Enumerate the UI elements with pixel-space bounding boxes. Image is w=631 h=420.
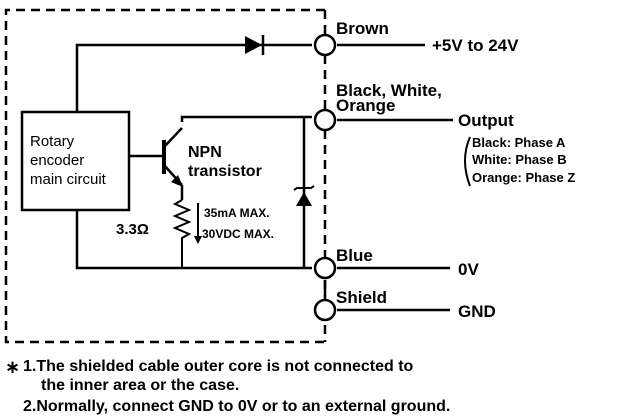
- terminal-shield: [313, 298, 337, 322]
- note-2: 2.Normally, connect GND to 0V or to an e…: [23, 398, 450, 415]
- wire-label-blue: Blue: [336, 246, 373, 265]
- block-label-line3: main circuit: [30, 171, 107, 188]
- wire-label-brown: Brown: [336, 19, 389, 38]
- resistor-icon: [172, 199, 192, 268]
- phase-bracket: [464, 136, 471, 187]
- output-line: [180, 115, 453, 122]
- phase-white: White: Phase B: [472, 152, 567, 167]
- shield-line: [323, 280, 450, 312]
- transistor-label-line1: NPN: [188, 144, 222, 161]
- signal-output: Output: [458, 111, 514, 130]
- note-1-line-2: the inner area or the case.: [41, 377, 239, 394]
- main-circuit-block: [20, 110, 131, 212]
- block-label-line2: encoder: [30, 152, 84, 169]
- note-1-line-1: 1.The shielded cable outer core is not c…: [23, 358, 414, 375]
- zener-diode-icon: [293, 117, 315, 268]
- zero-volt-line: [75, 210, 450, 270]
- note-marker: ∗: [5, 357, 20, 377]
- diode-icon: [245, 36, 262, 54]
- terminal-brown: [313, 33, 337, 57]
- resistor-value: 3.3Ω: [116, 221, 149, 238]
- block-label-line1: Rotary: [30, 133, 75, 150]
- signal-ground: GND: [458, 302, 496, 321]
- current-arrow-icon: [194, 203, 202, 244]
- current-rating: 35mA MAX.: [204, 206, 270, 220]
- transistor-label-line2: transistor: [188, 163, 262, 180]
- terminal-blue: [313, 256, 337, 280]
- signal-supply: +5V to 24V: [432, 36, 519, 55]
- voltage-rating: 30VDC MAX.: [202, 227, 274, 241]
- terminal-output: [313, 108, 337, 132]
- supply-line: [75, 35, 425, 112]
- phase-black: Black: Phase A: [472, 135, 566, 150]
- wire-label-output-colors-1: Black, White,: [336, 81, 442, 100]
- wire-label-shield: Shield: [336, 288, 387, 307]
- wire-label-output-colors-2: Orange: [336, 96, 396, 115]
- signal-zero-volt: 0V: [458, 260, 479, 279]
- phase-orange: Orange: Phase Z: [472, 170, 575, 185]
- npn-transistor-icon: [129, 127, 183, 187]
